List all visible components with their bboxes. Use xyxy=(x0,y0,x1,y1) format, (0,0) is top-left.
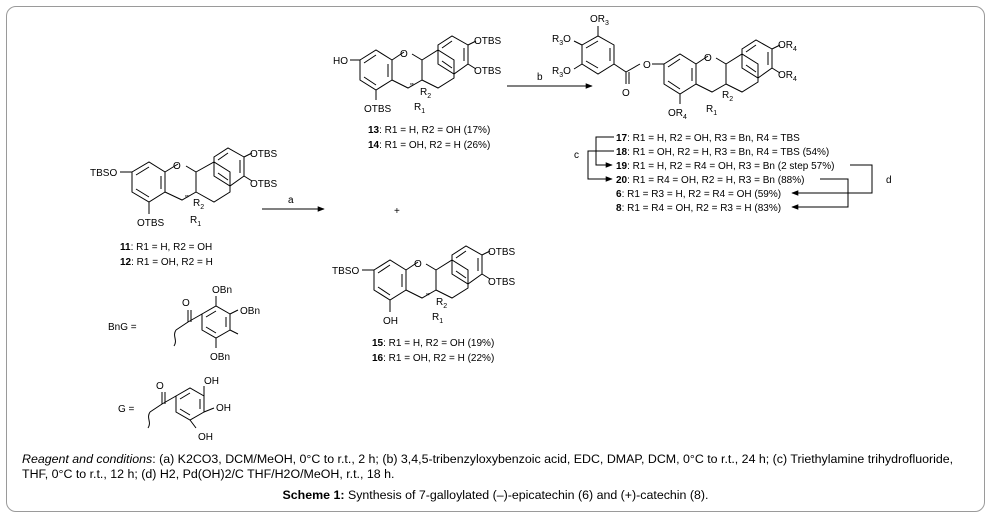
otbs-label-13c: OTBS xyxy=(364,104,392,115)
ho-label-13: HO xyxy=(333,56,348,67)
stereo-mark-11: '' xyxy=(185,194,189,205)
r1-label-13: R1 xyxy=(414,102,425,115)
plus-sign: + xyxy=(394,206,400,217)
compound-20-label: 20: R1 = R4 = OH, R2 = H, R3 = Bn (88%) xyxy=(616,175,804,186)
arrow-a-label: a xyxy=(288,195,294,206)
or4-label-a: OR4 xyxy=(778,40,797,53)
otbs-label-11c: OTBS xyxy=(137,218,165,229)
structure-15-16: TBSO O OTBS OTBS OH R2 R1 '' xyxy=(332,245,516,327)
r1-label-11: R1 xyxy=(190,215,201,228)
arrow-d-label: d xyxy=(886,175,892,186)
tbso-label-11: TBSO xyxy=(90,168,117,179)
arrow-d-20-8 xyxy=(791,178,849,210)
otbs-label-11b: OTBS xyxy=(250,179,278,190)
r2-label-13: R2 xyxy=(420,87,431,100)
bng-carbonyl-oxygen: O xyxy=(182,298,190,309)
tbso-label-15: TBSO xyxy=(332,266,359,277)
ring-oxygen-13: O xyxy=(400,49,408,60)
obn-label-a: OBn xyxy=(212,285,232,296)
compound-14-label: 14: R1 = OH, R2 = H (26%) xyxy=(368,140,490,151)
structure-11-12: TBSO O OTBS OTBS OTBS R2 R1 '' xyxy=(90,147,278,229)
caption-label: Scheme 1: xyxy=(282,488,345,502)
compound-18-label: 18: R1 = OH, R2 = H, R3 = Bn, R4 = TBS (… xyxy=(616,147,829,158)
ring-oxygen-product: O xyxy=(704,53,712,64)
carbonyl-oxygen: O xyxy=(622,88,630,99)
ring-oxygen-15: O xyxy=(414,259,422,270)
compound-16-label: 16: R1 = OH, R2 = H (22%) xyxy=(372,353,494,364)
structure-13-14: HO O OTBS OTBS OTBS R2 R1 '' xyxy=(333,35,502,115)
g-carbonyl-oxygen: O xyxy=(156,381,164,392)
compound-17-label: 17: R1 = H, R2 = OH, R3 = Bn, R4 = TBS xyxy=(616,133,800,144)
oh-label-g-a: OH xyxy=(204,376,219,387)
oh-label-15: OH xyxy=(383,316,398,327)
ester-oxygen: O xyxy=(643,60,651,71)
otbs-label-13a: OTBS xyxy=(474,36,502,47)
scheme-frame xyxy=(6,6,985,512)
conditions-d: (d) H2, Pd(OH)2/C THF/H2O/MeOH, r.t., 18… xyxy=(137,467,395,481)
g-definition: G = O OH OH OH xyxy=(118,376,231,443)
stereo-mark-15: '' xyxy=(426,292,430,303)
compound-8-label: 8: R1 = R4 = OH, R2 = R3 = H (83%) xyxy=(616,203,781,214)
g-label: G = xyxy=(118,404,135,415)
r3o-label-upper: R3O xyxy=(552,34,571,47)
reaction-conditions: Reagent and conditions: (a) K2CO3, DCM/M… xyxy=(22,452,972,482)
r1-label-product: R1 xyxy=(706,104,717,117)
compound-13-label: 13: R1 = H, R2 = OH (17%) xyxy=(368,125,490,136)
otbs-label-11a: OTBS xyxy=(250,149,278,160)
compound-6-label: 6: R1 = R3 = H, R2 = R4 = OH (59%) xyxy=(616,189,781,200)
conditions-c: (c) Triethylamine trihydrofluoride, THF,… xyxy=(22,452,954,481)
oh-label-g-c: OH xyxy=(198,432,213,443)
compound-11-label: 11: R1 = H, R2 = OH xyxy=(120,242,212,253)
bng-definition: BnG = O OBn OBn OBn xyxy=(108,285,260,363)
oh-label-g-b: OH xyxy=(216,403,231,414)
obn-label-c: OBn xyxy=(210,352,230,363)
r2-label-11: R2 xyxy=(193,198,204,211)
r3o-label-lower: R3O xyxy=(552,66,571,79)
arrow-c-label: c xyxy=(574,150,579,161)
ring-oxygen-11: O xyxy=(173,161,181,172)
conditions-a: : (a) K2CO3, DCM/MeOH, 0°C to r.t., 2 h; xyxy=(152,452,379,466)
stereo-mark-13: '' xyxy=(410,82,414,93)
otbs-label-15b: OTBS xyxy=(488,277,516,288)
r2-label-product: R2 xyxy=(722,90,733,103)
or4-label-c: OR4 xyxy=(668,108,687,121)
compound-12-label: 12: R1 = OH, R2 = H xyxy=(120,257,213,268)
obn-label-b: OBn xyxy=(240,306,260,317)
arrow-b-label: b xyxy=(537,72,543,83)
r1-label-15: R1 xyxy=(432,312,443,325)
otbs-label-13b: OTBS xyxy=(474,66,502,77)
compound-15-label: 15: R1 = H, R2 = OH (19%) xyxy=(372,338,494,349)
conditions-lead: Reagent and conditions xyxy=(22,452,153,466)
or3-label-top: OR3 xyxy=(590,14,609,27)
structure-product: OR3 R3O R3O O O O OR4 OR4 OR4 R2 R1 xyxy=(552,14,797,121)
r2-label-15: R2 xyxy=(436,297,447,310)
scheme-caption: Scheme 1: Synthesis of 7-galloylated (–)… xyxy=(0,488,991,502)
otbs-label-15a: OTBS xyxy=(488,247,516,258)
arrow-d-19-6 xyxy=(791,164,873,196)
compound-19-label: 19: R1 = H, R2 = R4 = OH, R3 = Bn (2 ste… xyxy=(616,161,834,172)
conditions-b: (b) 3,4,5-tribenzyloxybenzoic acid, EDC,… xyxy=(378,452,770,466)
caption-text: Synthesis of 7-galloylated (–)-epicatech… xyxy=(344,488,709,502)
arrow-c-18-20 xyxy=(587,150,614,182)
or4-label-b: OR4 xyxy=(778,70,797,83)
bng-label: BnG = xyxy=(108,322,137,333)
